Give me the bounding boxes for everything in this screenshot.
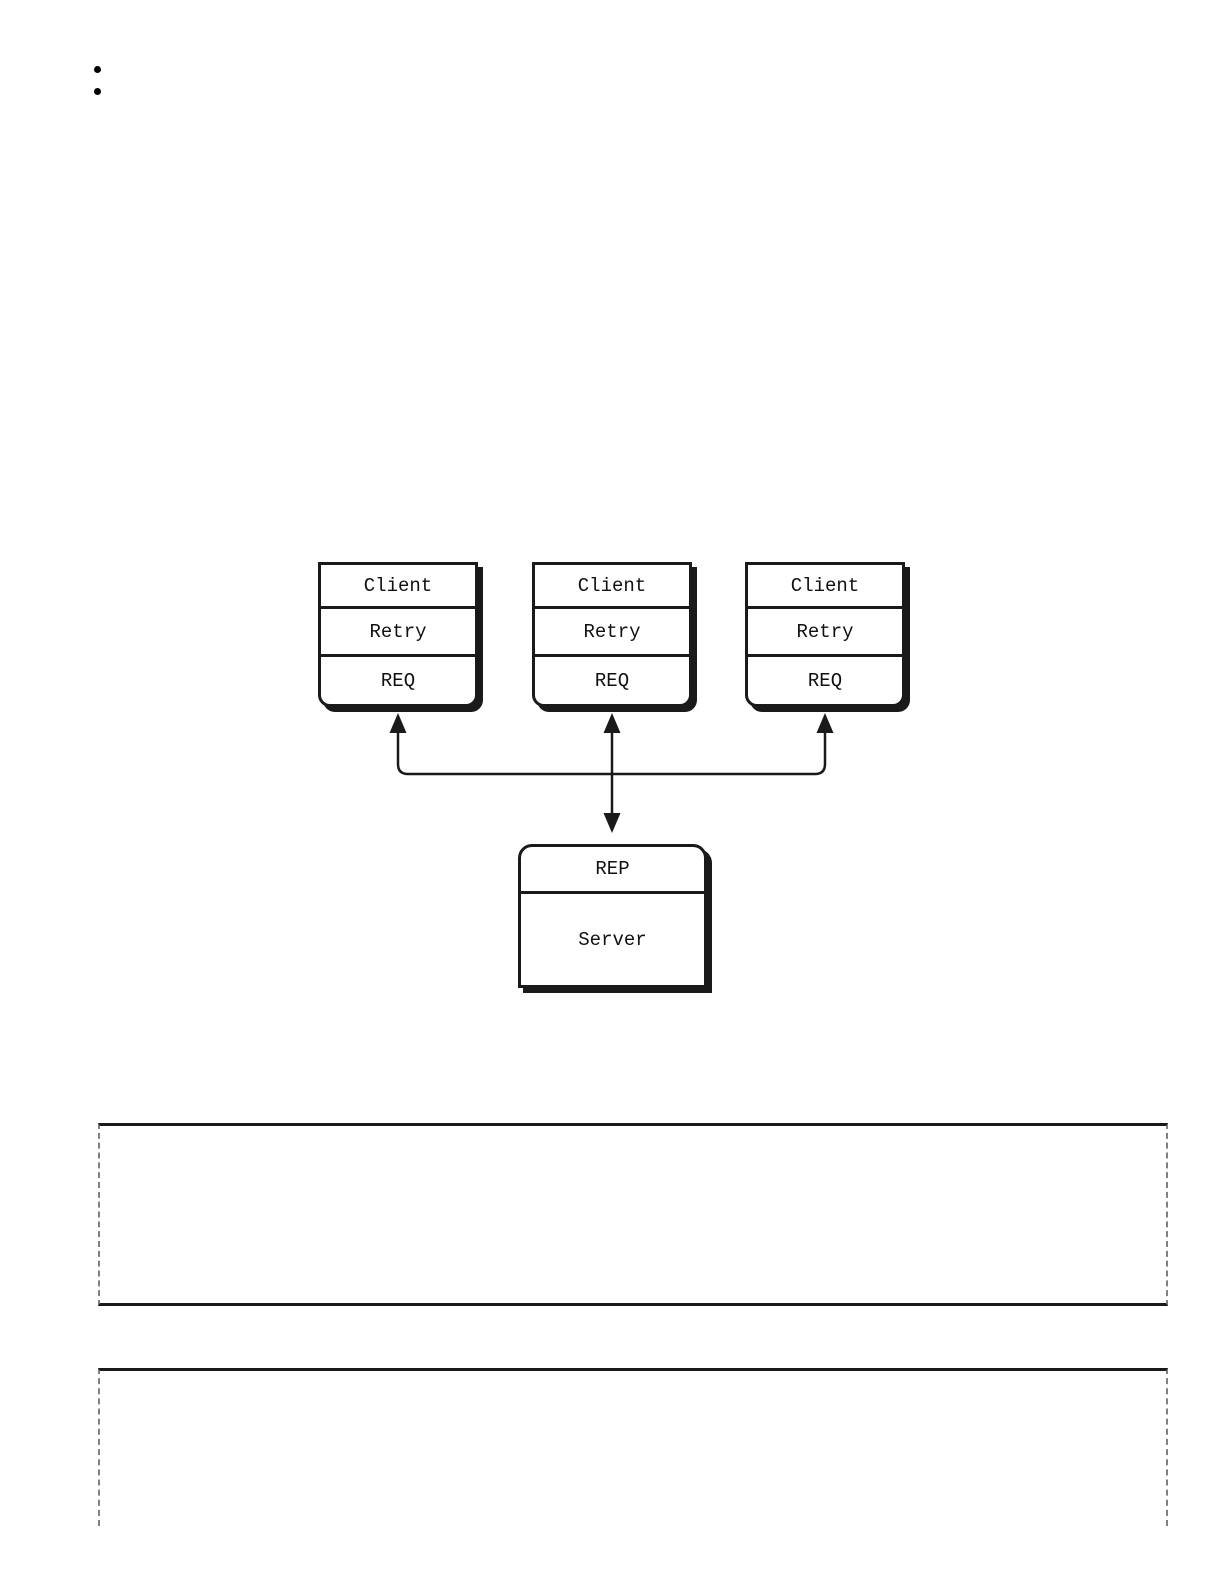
code-listing-content bbox=[100, 1371, 1166, 1387]
arrowhead-up-icon bbox=[603, 713, 621, 733]
arrowhead-up-icon bbox=[816, 713, 834, 733]
client-req-socket: REQ bbox=[380, 669, 416, 692]
client-retry-layer: Retry bbox=[321, 609, 475, 657]
server-node: REP Server bbox=[518, 844, 707, 988]
list-bullet-icon bbox=[94, 66, 101, 73]
code-listing-content bbox=[100, 1126, 1166, 1142]
client-node-3: Client Retry REQ bbox=[745, 562, 905, 707]
client-req-socket: REQ bbox=[807, 669, 843, 692]
list-bullet-icon bbox=[94, 88, 101, 95]
client-title: Client bbox=[748, 565, 902, 609]
client-node-2: Client Retry REQ bbox=[532, 562, 692, 707]
server-title: Server bbox=[578, 928, 647, 951]
client-title: Client bbox=[321, 565, 475, 609]
arrowhead-up-icon bbox=[389, 713, 407, 733]
client-req-socket: REQ bbox=[594, 669, 630, 692]
server-rep-socket: REP bbox=[521, 847, 704, 894]
code-listing-block-1 bbox=[98, 1123, 1168, 1306]
client-retry-layer: Retry bbox=[748, 609, 902, 657]
client-node-1: Client Retry REQ bbox=[318, 562, 478, 707]
client-retry-layer: Retry bbox=[535, 609, 689, 657]
arrowhead-down-icon bbox=[603, 813, 621, 833]
client-title: Client bbox=[535, 565, 689, 609]
code-listing-block-2 bbox=[98, 1368, 1168, 1526]
